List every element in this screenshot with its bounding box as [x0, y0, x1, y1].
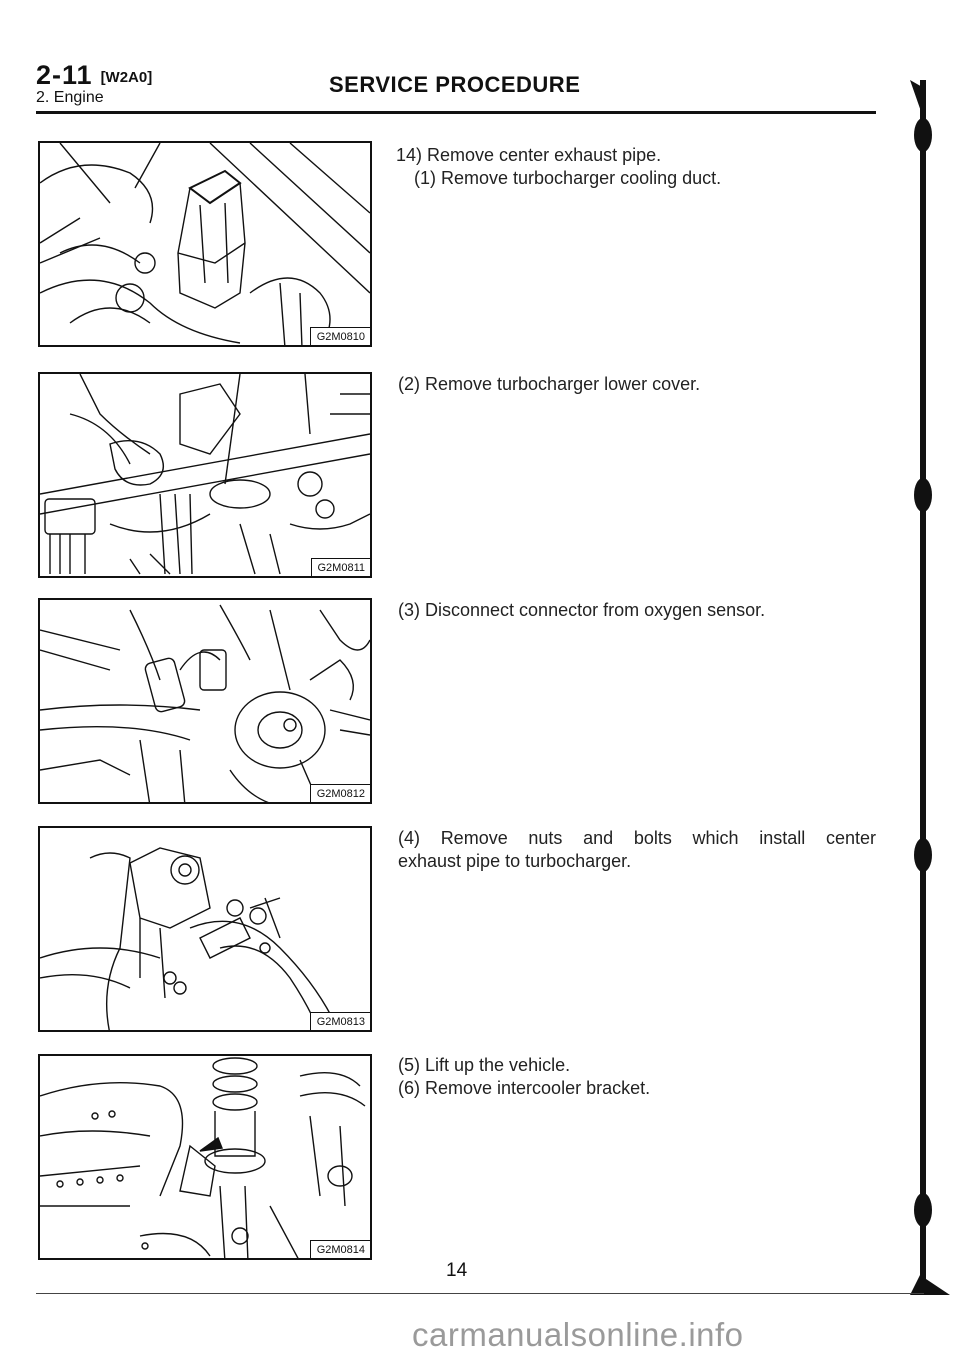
- page-code-number: 2-11: [36, 60, 93, 90]
- figure-code: G2M0812: [309, 784, 370, 802]
- figure-code: G2M0811: [310, 558, 370, 576]
- figure-lower-cover: G2M0811: [38, 372, 372, 578]
- exhaust-nuts-illustration: [40, 847, 339, 1030]
- figure-cooling-duct: G2M0810: [38, 141, 372, 347]
- figure-oxygen-sensor: G2M0812: [38, 598, 372, 804]
- oxygen-sensor-illustration: [40, 604, 370, 802]
- figure-code: G2M0814: [309, 1240, 370, 1258]
- step-4-line-1: (4) Remove nuts and bolts which install …: [398, 828, 876, 848]
- page-title: SERVICE PROCEDURE: [329, 72, 581, 97]
- step-6: (6) Remove intercooler bracket.: [398, 1078, 651, 1098]
- watermark: carmanualsonline.info: [412, 1316, 744, 1353]
- figure-exhaust-nuts: G2M0813: [38, 826, 372, 1032]
- step-5: (5) Lift up the vehicle.: [398, 1055, 571, 1075]
- step-3: (3) Disconnect connector from oxygen sen…: [398, 600, 766, 620]
- page-code-ref: [W2A0]: [100, 69, 153, 86]
- page-number: 14: [446, 1260, 468, 1281]
- section-label: 2. Engine: [36, 89, 104, 106]
- step-14: 14) Remove center exhaust pipe.: [396, 145, 662, 165]
- cooling-duct-illustration: [40, 143, 370, 345]
- step-1: (1) Remove turbocharger cooling duct.: [414, 168, 722, 188]
- header-divider: [36, 111, 876, 114]
- binding-edge-marks: [910, 80, 950, 1295]
- step-2: (2) Remove turbocharger lower cover.: [398, 374, 701, 394]
- step-4-line-2: exhaust pipe to turbocharger.: [398, 851, 632, 871]
- intercooler-bracket-illustration: [40, 1057, 366, 1258]
- figure-code: G2M0813: [309, 1012, 370, 1030]
- footer-divider: [36, 1293, 924, 1294]
- figure-intercooler-bracket: G2M0814: [38, 1054, 372, 1260]
- page-code: 2-11 [W2A0]: [36, 60, 152, 91]
- figure-code: G2M0810: [309, 327, 370, 345]
- lower-cover-illustration: [40, 374, 370, 575]
